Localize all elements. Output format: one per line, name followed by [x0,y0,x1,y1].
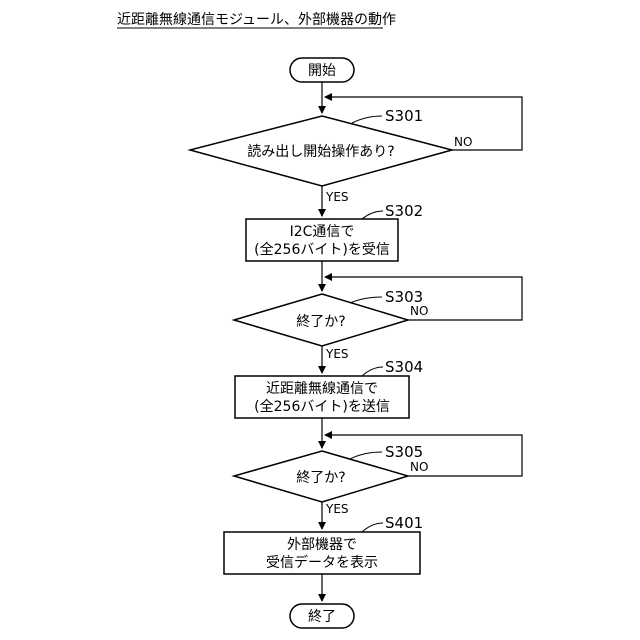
process-s304-line2: (全256バイト)を送信 [254,398,390,415]
step-leader-s305 [350,452,382,459]
step-label-s305: S305 [385,443,423,461]
step-label-s301: S301 [385,107,423,125]
yes-label-s303: YES [325,347,349,361]
process-s401-line2: 受信データを表示 [266,554,378,571]
no-label-s301: NO [454,135,472,149]
yes-label-s305: YES [325,502,349,516]
start-label: 開始 [308,63,336,79]
process-s302-line1: I2C通信で [290,224,355,240]
diagram-title: 近距離無線通信モジュール、外部機器の動作 [117,11,396,28]
step-leader-s401 [362,523,383,532]
step-label-s401: S401 [385,514,423,532]
process-s304-line1: 近距離無線通信で [266,380,378,397]
end-label: 終了 [308,609,336,625]
step-leader-s302 [362,211,383,219]
decision-s305-text: 終了か? [296,470,345,486]
step-label-s304: S304 [385,358,423,376]
step-leader-s303 [350,297,382,303]
step-label-s302: S302 [385,202,423,220]
process-s302-line2: (全256バイト)を受信 [254,241,390,258]
no-label-s305: NO [410,460,428,474]
step-leader-s304 [362,367,383,376]
step-leader-s301 [352,116,382,123]
yes-label-s301: YES [325,190,349,204]
decision-s303-text: 終了か? [296,314,345,330]
decision-s301-text: 読み出し開始操作あり? [247,143,394,160]
no-label-s303: NO [410,304,428,318]
process-s401-line1: 外部機器で [287,537,357,553]
